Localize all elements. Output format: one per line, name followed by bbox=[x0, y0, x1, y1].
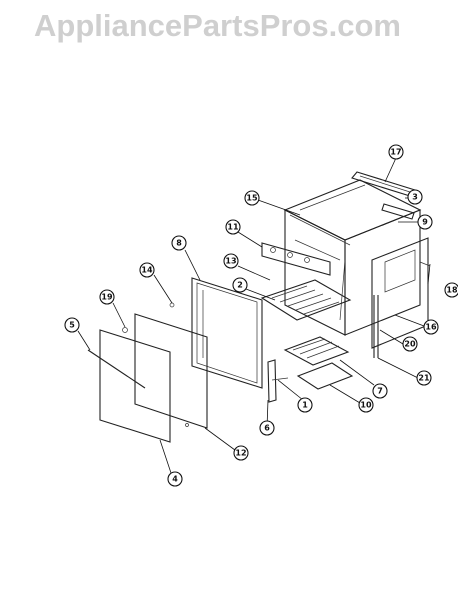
svg-text:1: 1 bbox=[302, 401, 308, 410]
callout-6: 6 bbox=[259, 420, 275, 436]
callout-14: 14 bbox=[139, 262, 155, 278]
callout-9: 9 bbox=[417, 214, 433, 230]
top-vent-trim bbox=[351, 171, 416, 197]
svg-text:18: 18 bbox=[446, 286, 458, 295]
svg-text:20: 20 bbox=[404, 340, 416, 349]
svg-text:21: 21 bbox=[418, 374, 430, 383]
svg-text:4: 4 bbox=[172, 475, 178, 484]
svg-text:13: 13 bbox=[225, 257, 236, 266]
svg-text:15: 15 bbox=[246, 194, 258, 203]
svg-text:9: 9 bbox=[422, 218, 428, 227]
svg-text:12: 12 bbox=[235, 449, 246, 458]
svg-text:17: 17 bbox=[390, 148, 401, 157]
side-panel bbox=[371, 237, 431, 349]
svg-text:14: 14 bbox=[141, 266, 153, 275]
callout-11: 11 bbox=[225, 219, 241, 235]
callout-7: 7 bbox=[372, 383, 388, 399]
svg-text:7: 7 bbox=[377, 387, 383, 396]
callout-10: 10 bbox=[358, 397, 374, 413]
svg-text:19: 19 bbox=[101, 293, 113, 302]
callout-18: 18 bbox=[444, 282, 458, 298]
watermark-text: AppliancePartsPros.com bbox=[34, 8, 401, 43]
door-inner-panel bbox=[191, 277, 263, 389]
callout-16: 16 bbox=[423, 319, 439, 335]
svg-text:6: 6 bbox=[264, 424, 270, 433]
leader-lines bbox=[77, 157, 431, 480]
bracket-part bbox=[381, 203, 415, 220]
callout-13: 13 bbox=[223, 253, 239, 269]
svg-text:10: 10 bbox=[360, 401, 372, 410]
outer-door-panel bbox=[87, 329, 171, 443]
screw-19 bbox=[122, 327, 128, 333]
callout-8: 8 bbox=[171, 235, 187, 251]
callout-4: 4 bbox=[167, 471, 183, 487]
oven-rack bbox=[260, 279, 352, 321]
callout-12: 12 bbox=[233, 445, 249, 461]
svg-text:8: 8 bbox=[176, 239, 182, 248]
svg-text:2: 2 bbox=[237, 281, 243, 290]
callout-5: 5 bbox=[64, 317, 80, 333]
callout-21: 21 bbox=[416, 370, 432, 386]
callout-1: 1 bbox=[297, 397, 313, 413]
callout-19: 19 bbox=[99, 289, 115, 305]
svg-text:5: 5 bbox=[69, 321, 75, 330]
callout-17: 17 bbox=[388, 144, 404, 160]
callout-20: 20 bbox=[402, 336, 418, 352]
broiler-pan bbox=[283, 336, 354, 390]
side-trim-strip bbox=[373, 295, 379, 358]
front-frame bbox=[261, 242, 331, 276]
callout-3: 3 bbox=[407, 189, 423, 205]
door-glass-panel bbox=[134, 313, 208, 429]
oven-cavity bbox=[283, 179, 422, 336]
svg-text:16: 16 bbox=[425, 323, 437, 332]
door-hinge bbox=[267, 359, 289, 403]
screw-14 bbox=[169, 302, 175, 308]
callout-15: 15 bbox=[244, 190, 260, 206]
svg-text:3: 3 bbox=[412, 193, 418, 202]
callout-2: 2 bbox=[232, 277, 248, 293]
screw-bottom bbox=[185, 423, 189, 427]
svg-text:11: 11 bbox=[227, 223, 239, 232]
